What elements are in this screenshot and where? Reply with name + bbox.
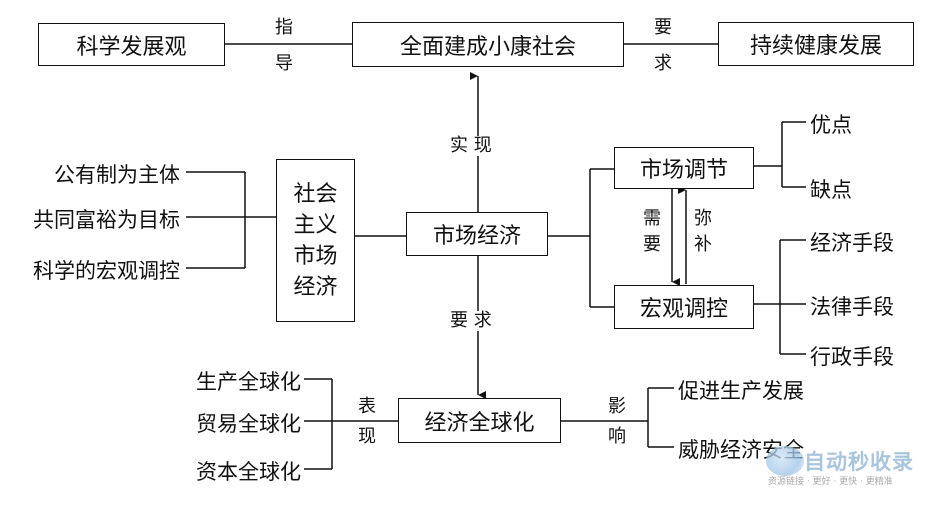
branch-legal-means: 法律手段 (810, 295, 894, 319)
market-economy-box: 市场经济 (406, 212, 548, 256)
macro-control-box: 宏观调控 (614, 285, 754, 329)
feature-macro-control: 科学的宏观调控 (33, 259, 180, 283)
socialist-box-line-4: 经济 (293, 274, 338, 300)
edge-supplement-char-2: 补 (694, 234, 712, 255)
sustainable-development-box: 持续健康发展 (718, 22, 914, 66)
edge-manifest-char-1: 表 (358, 396, 376, 417)
edge-manifest-char-2: 现 (358, 426, 376, 447)
edge-supplement-char-1: 弥 (694, 208, 712, 229)
watermark-logo-icon (766, 446, 804, 476)
watermark: 自动秒收录 资源链接 · 更好 · 更快 · 更精准 (760, 444, 925, 494)
edge-manifest-label: 表 现 (358, 397, 376, 447)
branch-economic-means: 经济手段 (810, 231, 894, 255)
edge-need-label: 需 要 (643, 209, 661, 255)
feature-common-prosperity: 共同富裕为目标 (33, 208, 180, 232)
moderately-prosperous-society-box: 全面建成小康社会 (352, 22, 624, 67)
watermark-subtitle: 资源链接 · 更好 · 更快 · 更精准 (768, 477, 893, 487)
socialist-box-line-1: 社会 (293, 181, 338, 207)
socialist-box-line-3: 市场 (293, 243, 338, 269)
edge-guide-label: 指 导 (275, 18, 293, 74)
market-regulation-box: 市场调节 (614, 147, 754, 189)
edge-realize-label: 实 现 (449, 135, 493, 156)
edge-impact-char-2: 响 (608, 426, 626, 447)
edge-impact-char-1: 影 (608, 396, 626, 417)
edge-require-char-1: 要 (654, 17, 672, 38)
edge-supplement-label: 弥 补 (694, 209, 712, 255)
edge-guide-char-2: 导 (275, 53, 293, 74)
manifest-trade: 贸易全球化 (196, 412, 301, 436)
branch-administrative-means: 行政手段 (810, 345, 894, 369)
socialist-market-economy-box: 社会 主义 市场 经济 (276, 159, 355, 322)
economic-globalization-box: 经济全球化 (398, 398, 561, 443)
scientific-outlook-box: 科学发展观 (38, 23, 225, 66)
edge-require-char-2: 求 (654, 53, 672, 74)
edge-need-char-2: 要 (643, 234, 661, 255)
branch-advantage: 优点 (810, 113, 852, 137)
edge-guide-char-1: 指 (275, 17, 293, 38)
edge-require-label-top: 要 求 (654, 18, 672, 74)
edge-need-char-1: 需 (643, 208, 661, 229)
branch-disadvantage: 缺点 (810, 178, 852, 202)
edge-require-label-center: 要 求 (449, 310, 493, 331)
watermark-brand: 自动秒收录 (804, 450, 914, 474)
socialist-box-line-2: 主义 (293, 212, 338, 238)
impact-promote-production: 促进生产发展 (678, 379, 804, 403)
manifest-capital: 资本全球化 (196, 460, 301, 484)
edge-impact-label: 影 响 (608, 397, 626, 447)
manifest-production: 生产全球化 (196, 370, 301, 394)
feature-public-ownership: 公有制为主体 (54, 163, 180, 187)
